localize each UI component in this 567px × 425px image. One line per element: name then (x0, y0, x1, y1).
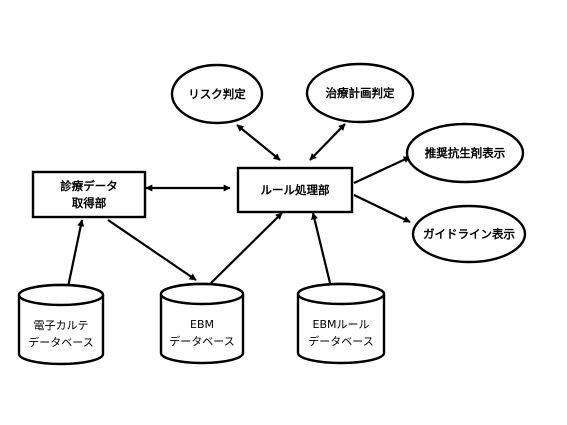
node-antibiotic-display-label: 推奨抗生剤表示 (425, 146, 506, 160)
node-risk-assessment-label: リスク判定 (188, 87, 246, 101)
node-clinical-data-acquisition-line1: 診療データ (60, 179, 118, 193)
edge-treatment-to-rule-engine (309, 123, 346, 161)
edge-risk-to-rule-engine (236, 124, 281, 161)
edge-clinical-to-ebm-db (107, 219, 197, 281)
node-risk-assessment: リスク判定 (170, 63, 264, 125)
edge-rule-engine-to-antibiotic (353, 156, 411, 184)
node-treatment-plan: 治療計画判定 (305, 62, 415, 124)
node-antibiotic-display: 推奨抗生剤表示 (405, 122, 525, 184)
edge-ebm-db-to-rule-engine (210, 212, 283, 284)
edge-rule-engine-to-guideline (353, 194, 411, 223)
db-ebm-line1: EBM (190, 318, 214, 331)
db-ebm: EBM データベース (159, 282, 245, 365)
edge-ebm-rule-db-to-rule-engine (311, 212, 332, 284)
node-treatment-plan-label: 治療計画判定 (326, 86, 395, 100)
db-ebm-line2: データベース (169, 334, 234, 348)
node-rule-engine-label: ルール処理部 (261, 183, 330, 197)
node-guideline-display: ガイドライン表示 (411, 204, 527, 264)
edge-emr-db-to-clinical (66, 219, 85, 288)
db-emr: 電子カルテ データベース (17, 283, 105, 366)
node-rule-engine: ルール処理部 (236, 166, 354, 214)
node-guideline-display-label: ガイドライン表示 (423, 227, 515, 241)
db-emr-line1: 電子カルテ (34, 319, 89, 332)
node-clinical-data-acquisition-line2: 取得部 (72, 196, 107, 210)
db-ebm-rule-line2: データベース (308, 334, 373, 348)
node-clinical-data-acquisition: 診療データ 取得部 (31, 170, 147, 219)
db-ebm-rule: EBMルール データベース (296, 282, 386, 365)
db-emr-line2: データベース (28, 335, 93, 349)
db-ebm-rule-line1: EBMルール (313, 318, 370, 331)
